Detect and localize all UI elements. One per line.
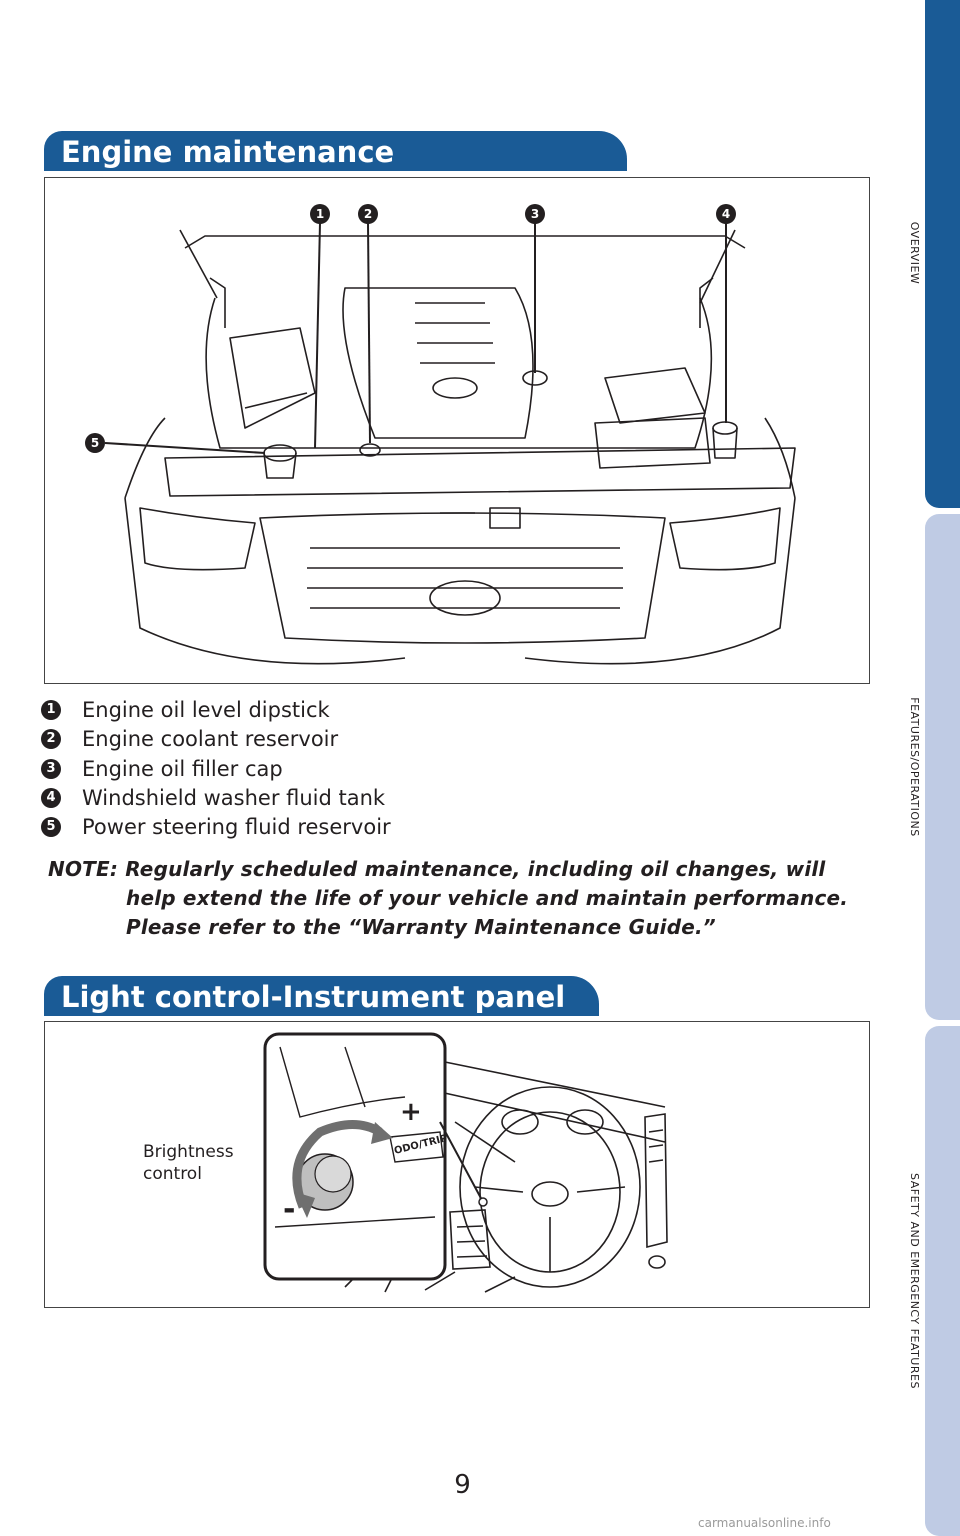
tab-safety-emergency[interactable] [925,1026,960,1536]
legend-item: 4 Windshield washer fluid tank [41,784,391,813]
section-title-light-control: Light control-Instrument panel [44,976,599,1016]
callout-markers [85,204,736,453]
note-line-1: NOTE: Regularly scheduled maintenance, i… [48,857,826,881]
number-badge-1: 1 [41,700,61,720]
page-number: 9 [454,1470,471,1500]
callout-4: 4 [722,207,730,221]
legend-label: Windshield washer fluid tank [82,785,386,810]
legend-label: Power steering fluid reservoir [82,815,391,840]
engine-bay-illustration: 1 2 3 4 5 [85,204,796,665]
callout-1: 1 [316,207,324,221]
callout-3: 3 [531,207,539,221]
tab-overview[interactable] [925,0,960,508]
tab-safety-label: SAFETY AND EMERGENCY FEATURES [908,1173,921,1389]
legend-item: 1 Engine oil level dipstick [41,696,391,725]
note-line-3: Please refer to the “Warranty Maintenanc… [126,915,716,939]
legend-item: 3 Engine oil filler cap [41,755,391,784]
callout-2: 2 [364,207,372,221]
minus-symbol: - [283,1192,295,1227]
maintenance-note: NOTE: Regularly scheduled maintenance, i… [48,855,848,942]
instrument-panel-illustration: + - ODO/TRIP [263,1032,668,1293]
brightness-line-2: control [143,1164,202,1184]
callout-5: 5 [91,436,99,450]
note-line-2: help extend the life of your vehicle and… [126,886,849,910]
tab-overview-label: OVERVIEW [908,221,921,285]
brightness-line-1: Brightness [143,1142,234,1162]
legend-label: Engine oil filler cap [82,756,283,781]
legend-label: Engine oil level dipstick [82,698,330,722]
number-badge-3: 3 [41,758,61,779]
light-control-frame: + - ODO/TRIP [44,1021,870,1308]
legend-label: Engine coolant reservoir [82,727,339,752]
brightness-inset [263,1032,447,1281]
engine-illustration-frame: 1 2 3 4 5 [44,177,870,684]
number-badge-4: 4 [41,787,61,808]
watermark: carmanualsonline.info [698,1516,831,1530]
number-badge-2: 2 [41,729,61,750]
brightness-control-label: Brightness control [143,1141,234,1185]
engine-legend: 1 Engine oil level dipstick 2 Engine coo… [41,696,391,842]
plus-symbol: + [400,1097,422,1127]
tab-features-label: FEATURES/OPERATIONS [908,697,921,837]
number-badge-5: 5 [41,817,61,838]
tab-features-operations[interactable] [925,514,960,1020]
section-title-engine: Engine maintenance [44,131,627,171]
legend-item: 5 Power steering fluid reservoir [41,813,391,842]
legend-item: 2 Engine coolant reservoir [41,725,391,754]
